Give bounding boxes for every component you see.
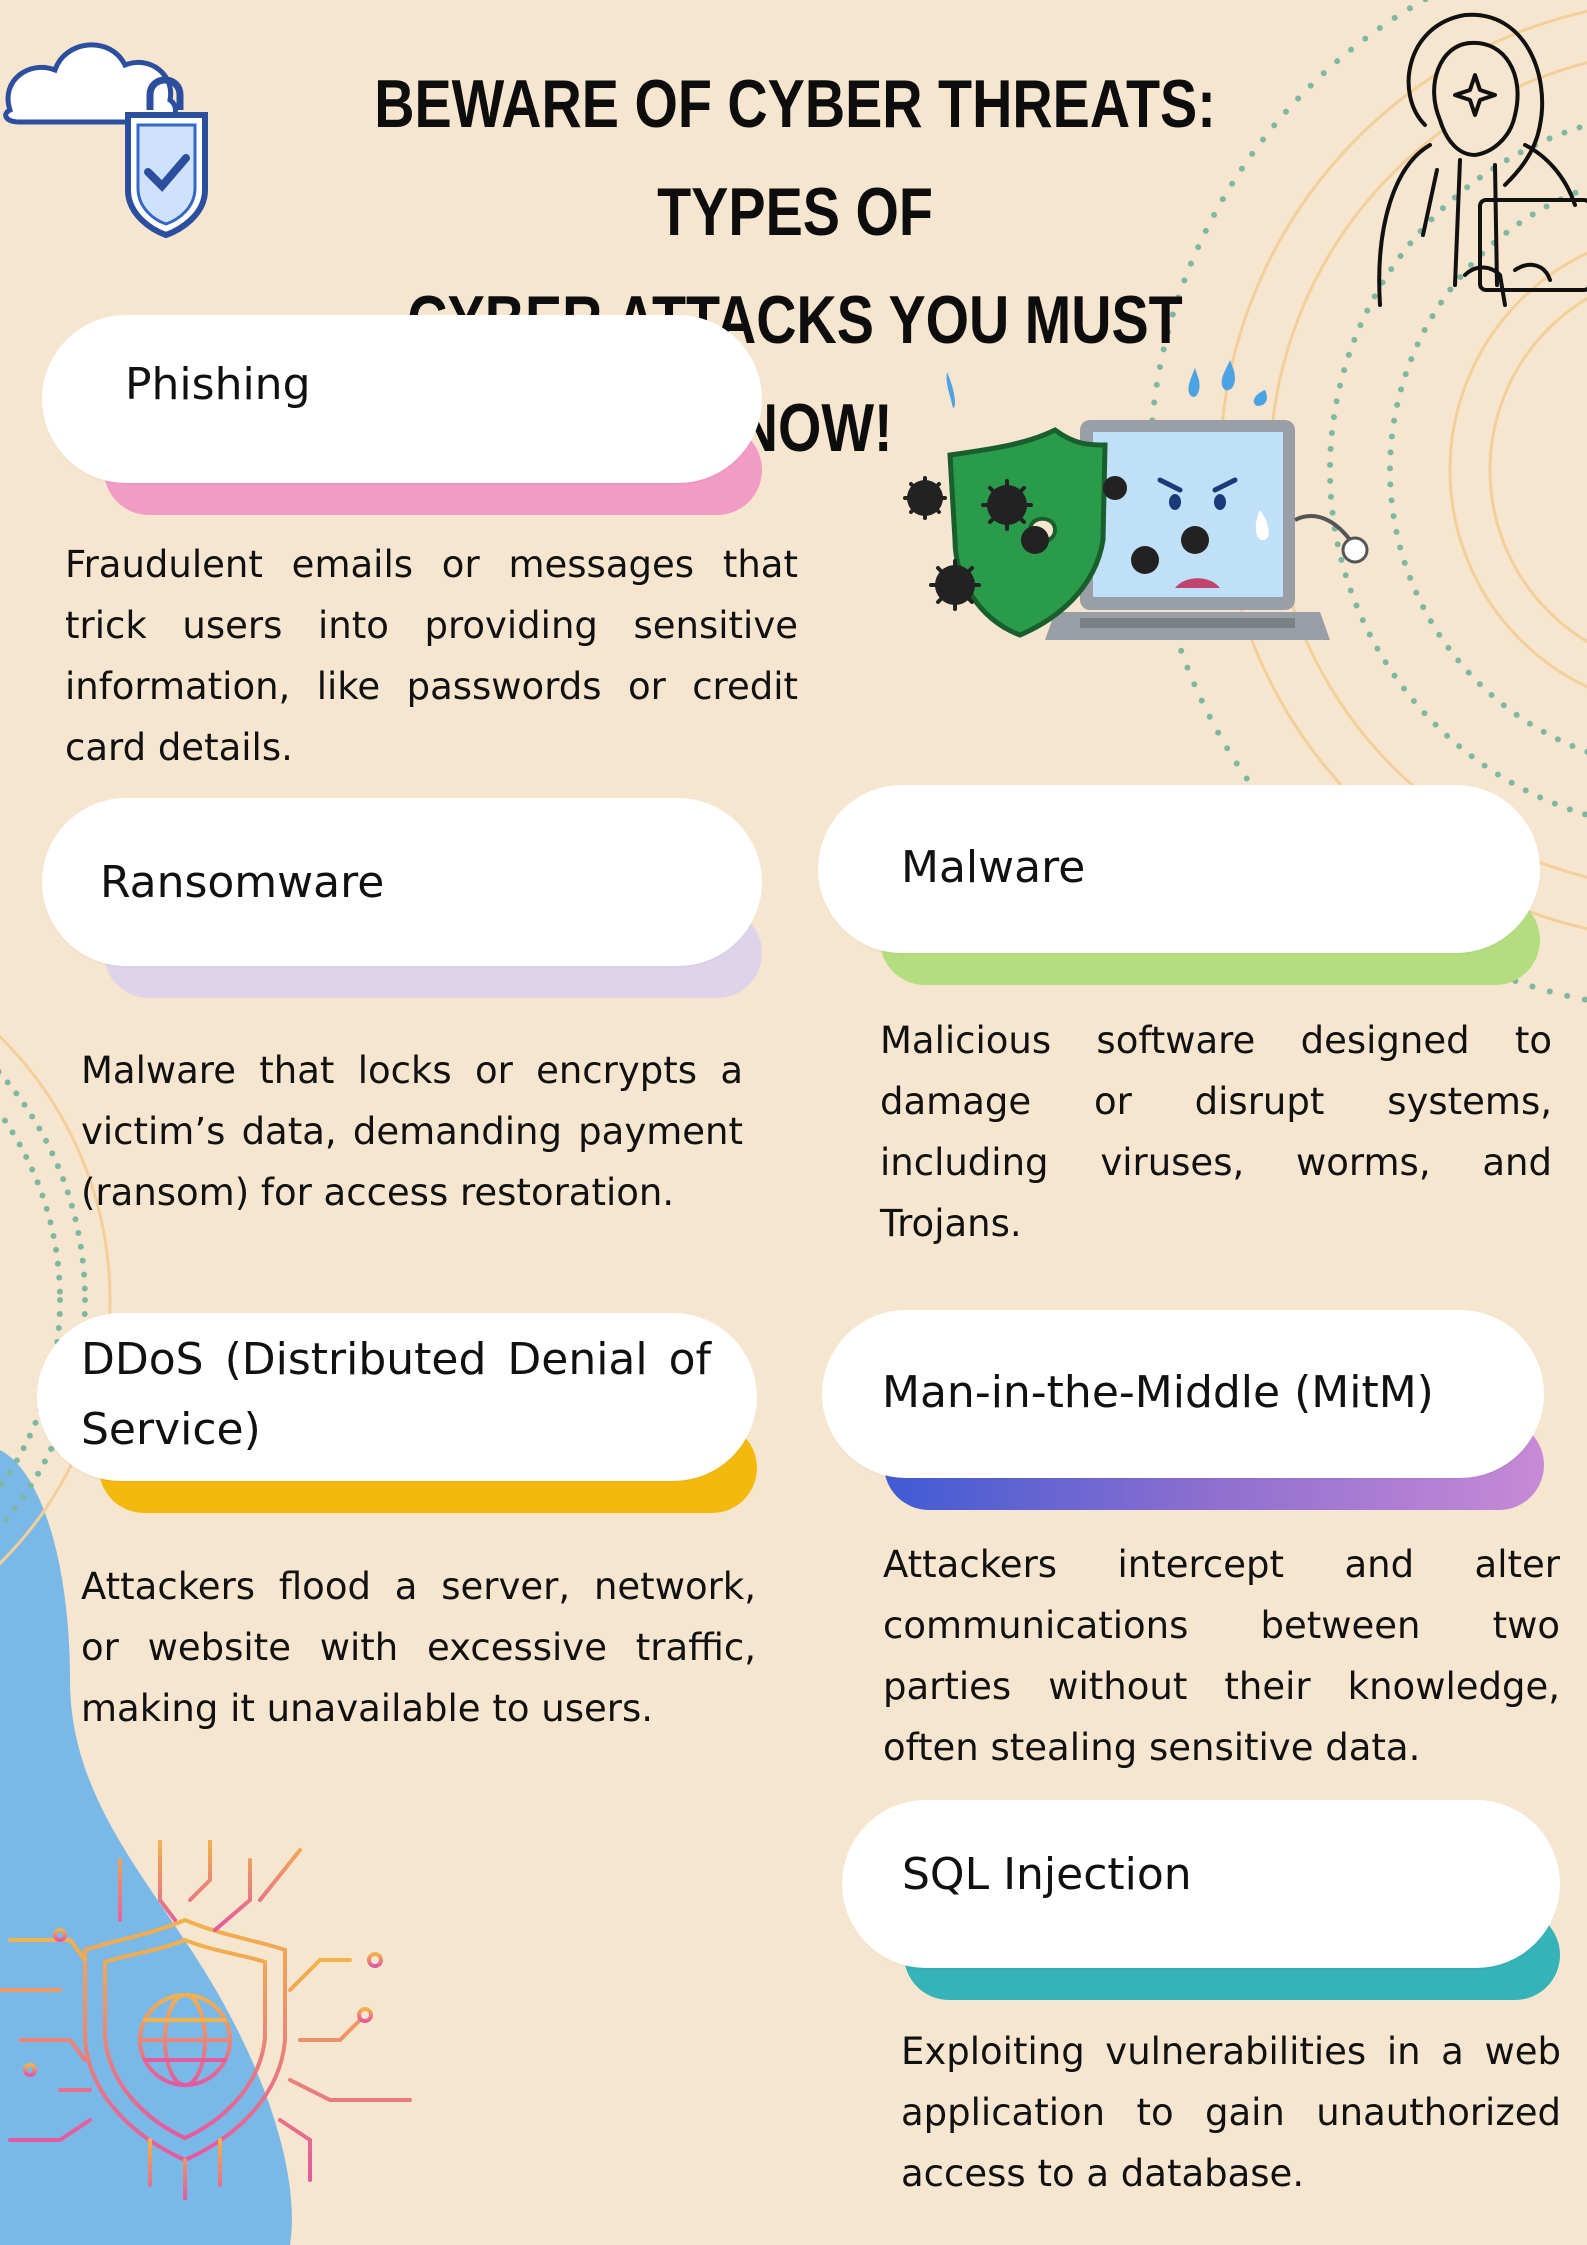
ddos-description: Attackers flood a server, network, or we… xyxy=(81,1565,756,1730)
ddos-label: DDoS (Distributed Denial of Service) xyxy=(81,1334,711,1455)
cloud-lock-icon xyxy=(3,42,208,239)
mitm-pill xyxy=(822,1310,1544,1478)
page-title: BEWARE OF CYBER THREATS: TYPES OF CYBER … xyxy=(303,50,1287,482)
malware-label: Malware xyxy=(901,842,1086,893)
mitm-card: Man-in-the-Middle (MitM) xyxy=(822,1310,1544,1510)
phishing-description: Fraudulent emails or messages that trick… xyxy=(65,543,798,769)
virus-laptop-shield-icon xyxy=(903,360,1369,640)
sql-injection-card: SQL Injection xyxy=(842,1800,1560,2000)
ddos-card: DDoS (Distributed Denial of Service) xyxy=(37,1313,757,1513)
sql-injection-pill xyxy=(842,1800,1560,1968)
ransomware-card: Ransomware xyxy=(42,798,762,998)
mitm-label: Man-in-the-Middle (MitM) xyxy=(882,1367,1434,1418)
circuit-globe-shield-icon xyxy=(0,1840,412,2200)
sql-injection-description: Exploiting vulnerabilities in a web appl… xyxy=(901,2030,1561,2195)
ransomware-pill xyxy=(42,798,762,966)
dotted-arcs-left xyxy=(0,1034,112,1566)
ransomware-description: Malware that locks or encrypts a victim’… xyxy=(81,1049,743,1214)
malware-pill xyxy=(818,785,1540,953)
phishing-label: Phishing xyxy=(125,359,311,410)
ransomware-label: Ransomware xyxy=(100,857,385,908)
hooded-hacker-icon xyxy=(1377,12,1587,307)
phishing-card: Phishing xyxy=(42,315,762,515)
sql-injection-label: SQL Injection xyxy=(902,1849,1192,1900)
mitm-description: Attackers intercept and alter communicat… xyxy=(883,1543,1560,1769)
ddos-pill xyxy=(37,1313,757,1481)
malware-card: Malware xyxy=(818,785,1540,985)
malware-description: Malicious software designed to damage or… xyxy=(880,1019,1552,1245)
page-title-line-1: BEWARE OF CYBER THREATS: TYPES OF xyxy=(374,66,1216,250)
phishing-pill xyxy=(42,315,762,483)
